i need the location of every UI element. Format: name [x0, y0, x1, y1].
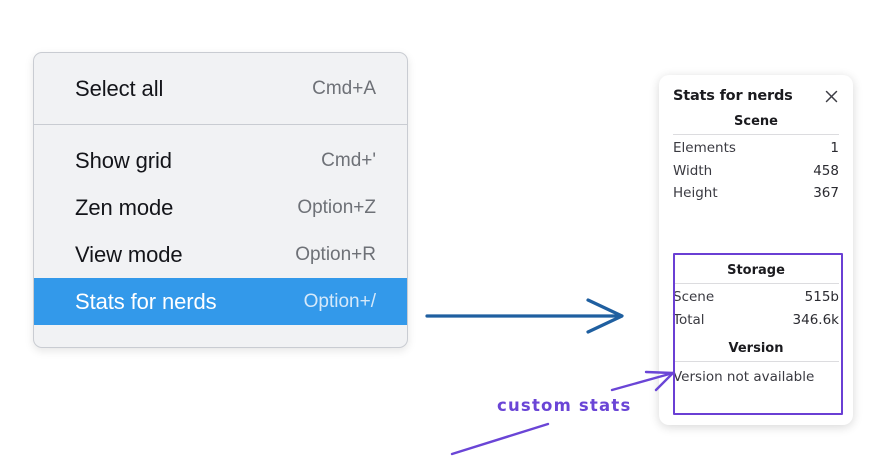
- menu-item-shortcut: Cmd+': [321, 149, 376, 171]
- menu-group-2: Show grid Cmd+' Zen mode Option+Z View m…: [34, 125, 407, 343]
- custom-stats-sections: Storage Scene 515b Total 346.6k Version …: [659, 253, 853, 385]
- menu-item-view-mode[interactable]: View mode Option+R: [34, 231, 407, 278]
- stat-value: 1: [830, 140, 839, 156]
- stat-label: Scene: [673, 289, 715, 305]
- menu-item-select-all[interactable]: Select all Cmd+A: [34, 65, 407, 112]
- section-divider: [673, 283, 839, 284]
- context-menu[interactable]: Select all Cmd+A Show grid Cmd+' Zen mod…: [33, 52, 408, 348]
- stat-value: 346.6k: [792, 311, 839, 328]
- menu-item-show-grid[interactable]: Show grid Cmd+': [34, 137, 407, 184]
- menu-item-shortcut: Option+Z: [297, 196, 376, 218]
- purple-underline-annotation: [450, 422, 550, 456]
- stat-label: Elements: [673, 140, 736, 156]
- menu-item-label: Stats for nerds: [75, 288, 217, 314]
- stat-row: Total 346.6k: [673, 309, 839, 332]
- section-title: Version: [728, 341, 784, 357]
- stats-panel-title: Stats for nerds: [673, 88, 793, 104]
- custom-stats-annotation-label: custom stats: [497, 396, 632, 415]
- menu-footer-padding: [34, 325, 407, 343]
- menu-item-label: Select all: [75, 75, 164, 101]
- menu-item-stats-for-nerds[interactable]: Stats for nerds Option+/: [34, 278, 407, 325]
- stats-section-version: Version Version not available: [673, 331, 839, 385]
- stat-row: Height 367: [673, 182, 839, 205]
- menu-item-shortcut: Option+R: [295, 243, 376, 265]
- menu-separator: [34, 124, 407, 125]
- section-title: Storage: [727, 263, 785, 278]
- menu-item-zen-mode[interactable]: Zen mode Option+Z: [34, 184, 407, 231]
- menu-item-shortcut: Option+/: [303, 290, 376, 312]
- stats-panel-header: Stats for nerds: [659, 75, 853, 104]
- menu-group-1: Select all Cmd+A: [34, 53, 407, 124]
- stat-value: 515b: [804, 289, 839, 305]
- menu-item-label: View mode: [75, 241, 183, 267]
- section-divider: [673, 361, 839, 363]
- menu-item-label: Show grid: [75, 147, 172, 173]
- stat-label: Height: [673, 185, 718, 202]
- version-value: Version not available: [673, 369, 815, 386]
- stats-section-scene: Scene Elements 1 Width 458 Height 367: [659, 104, 853, 205]
- section-title: Scene: [734, 114, 778, 129]
- stat-value: 458: [813, 162, 839, 179]
- stat-row: Elements 1: [673, 137, 839, 160]
- stats-for-nerds-panel[interactable]: Stats for nerds Scene Elements 1 Width 4…: [659, 75, 853, 425]
- menu-item-label: Zen mode: [75, 194, 174, 220]
- stat-label: Width: [673, 162, 713, 179]
- stat-row: Width 458: [673, 160, 839, 183]
- stat-row: Scene 515b: [673, 286, 839, 309]
- stats-section-storage: Storage Scene 515b Total 346.6k: [673, 253, 839, 331]
- section-divider: [673, 134, 839, 135]
- stat-value: 367: [813, 185, 839, 202]
- menu-item-shortcut: Cmd+A: [312, 77, 376, 99]
- stat-label: Total: [673, 311, 705, 328]
- close-icon[interactable]: [823, 88, 839, 104]
- blue-arrow-annotation: [425, 298, 624, 334]
